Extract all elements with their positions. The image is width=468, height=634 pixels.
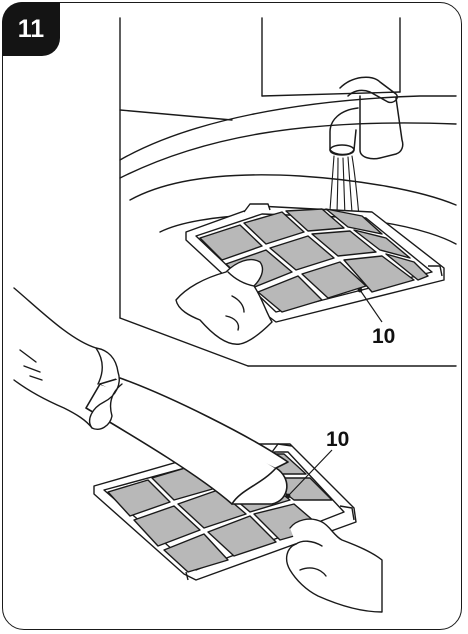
leader-bottom [287, 449, 333, 497]
callout-leaders [285, 287, 383, 499]
faucet [329, 76, 404, 160]
wall-tile-line [261, 91, 401, 97]
filter-mesh [199, 208, 429, 313]
leader-top [359, 289, 383, 323]
step-number: 11 [17, 14, 45, 43]
callout-label-bottom: 10 [326, 428, 350, 451]
panel-frame [2, 2, 462, 630]
hand-bottom [285, 518, 383, 613]
vacuum-nozzle [85, 377, 289, 505]
washing-scene [119, 17, 457, 367]
counter-base [119, 317, 249, 367]
callout-label-top: 10 [372, 325, 396, 348]
faucet-lever [339, 76, 399, 104]
step-number-badge: 11 [2, 2, 60, 56]
hand-vacuum [13, 287, 123, 430]
countertop-edge [119, 95, 457, 161]
hand-top [175, 258, 273, 345]
filter-bottom [93, 443, 357, 581]
basin-rim [129, 174, 457, 206]
